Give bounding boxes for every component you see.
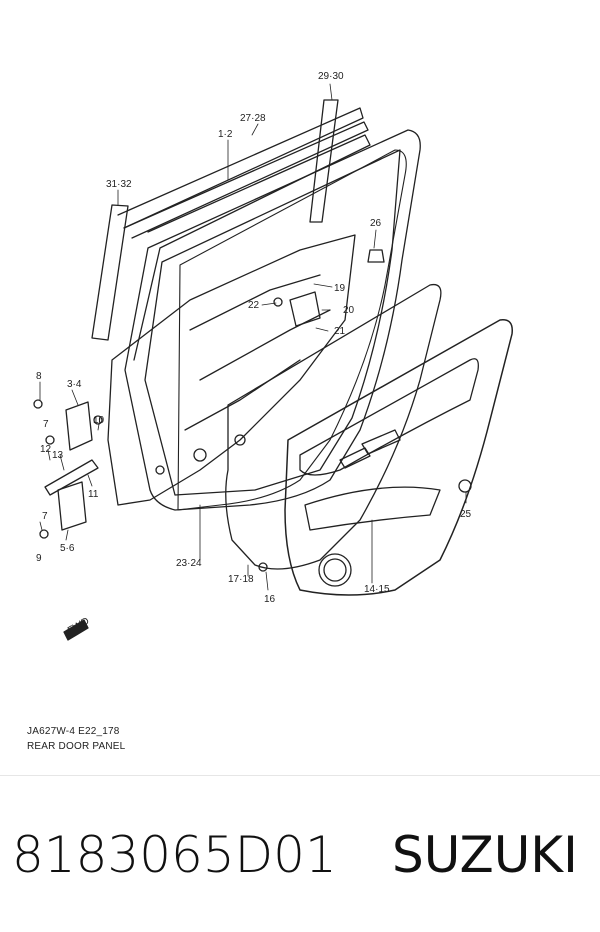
grommet-26 [367,249,385,263]
callout-17-18: 17·18 [228,574,254,585]
callout-9: 9 [36,553,42,564]
door-latch [289,291,321,327]
brand-name: SUZUKI [392,826,578,884]
speaker-grille [318,553,352,587]
callout-3-4: 3·4 [67,379,82,390]
callout-31-32: 31·32 [106,179,132,190]
callout-20: 20 [343,305,355,316]
door-glass [177,149,407,511]
callout-26: 26 [370,218,382,229]
callout-14-15: 14·15 [364,584,390,595]
callout-27-28: 27·28 [240,113,266,124]
callout-8: 8 [36,371,42,382]
callout-1-2: 1·2 [218,129,233,140]
panel-name: REAR DOOR PANEL [27,741,126,752]
door-check [44,459,99,496]
division-bar [309,99,339,223]
part-number: 8183065D01 [12,826,337,884]
glass-run-channel [133,134,371,361]
callout-7-upper: 7 [43,419,49,430]
callout-21: 21 [334,326,346,337]
callout-10: 10 [93,415,105,426]
callout-12: 12 [40,444,52,455]
door-frame-inner [144,149,401,496]
door-trim-backing [225,283,442,570]
upper-seal-strip-inner [123,121,369,239]
door-trim-panel [284,319,513,596]
door-frame [124,129,421,511]
callout-19: 19 [334,283,346,294]
figure-code: JA627W-4 E22_178 [27,726,120,737]
callout-7-lower: 7 [42,511,48,522]
divider [0,775,600,776]
door-inner-panel [107,234,356,506]
callout-29-30: 29·30 [318,71,344,82]
callout-11: 11 [88,489,99,500]
callout-22: 22 [248,300,260,311]
clip-25 [458,479,472,493]
callout-13: 13 [52,450,64,461]
fwd-arrow-icon [63,619,89,641]
outer-channel-strip [91,204,129,341]
callout-16: 16 [264,594,276,605]
callout-23-24: 23·24 [176,558,202,569]
lower-hinge [57,481,87,531]
callout-25: 25 [460,509,472,520]
parts-diagram: 29·30 27·28 1·2 31·32 26 19 22 20 21 8 3… [33,71,513,641]
upper-hinge [65,401,93,451]
upper-seal-strip [117,107,364,229]
callout-5-6: 5·6 [60,543,75,554]
